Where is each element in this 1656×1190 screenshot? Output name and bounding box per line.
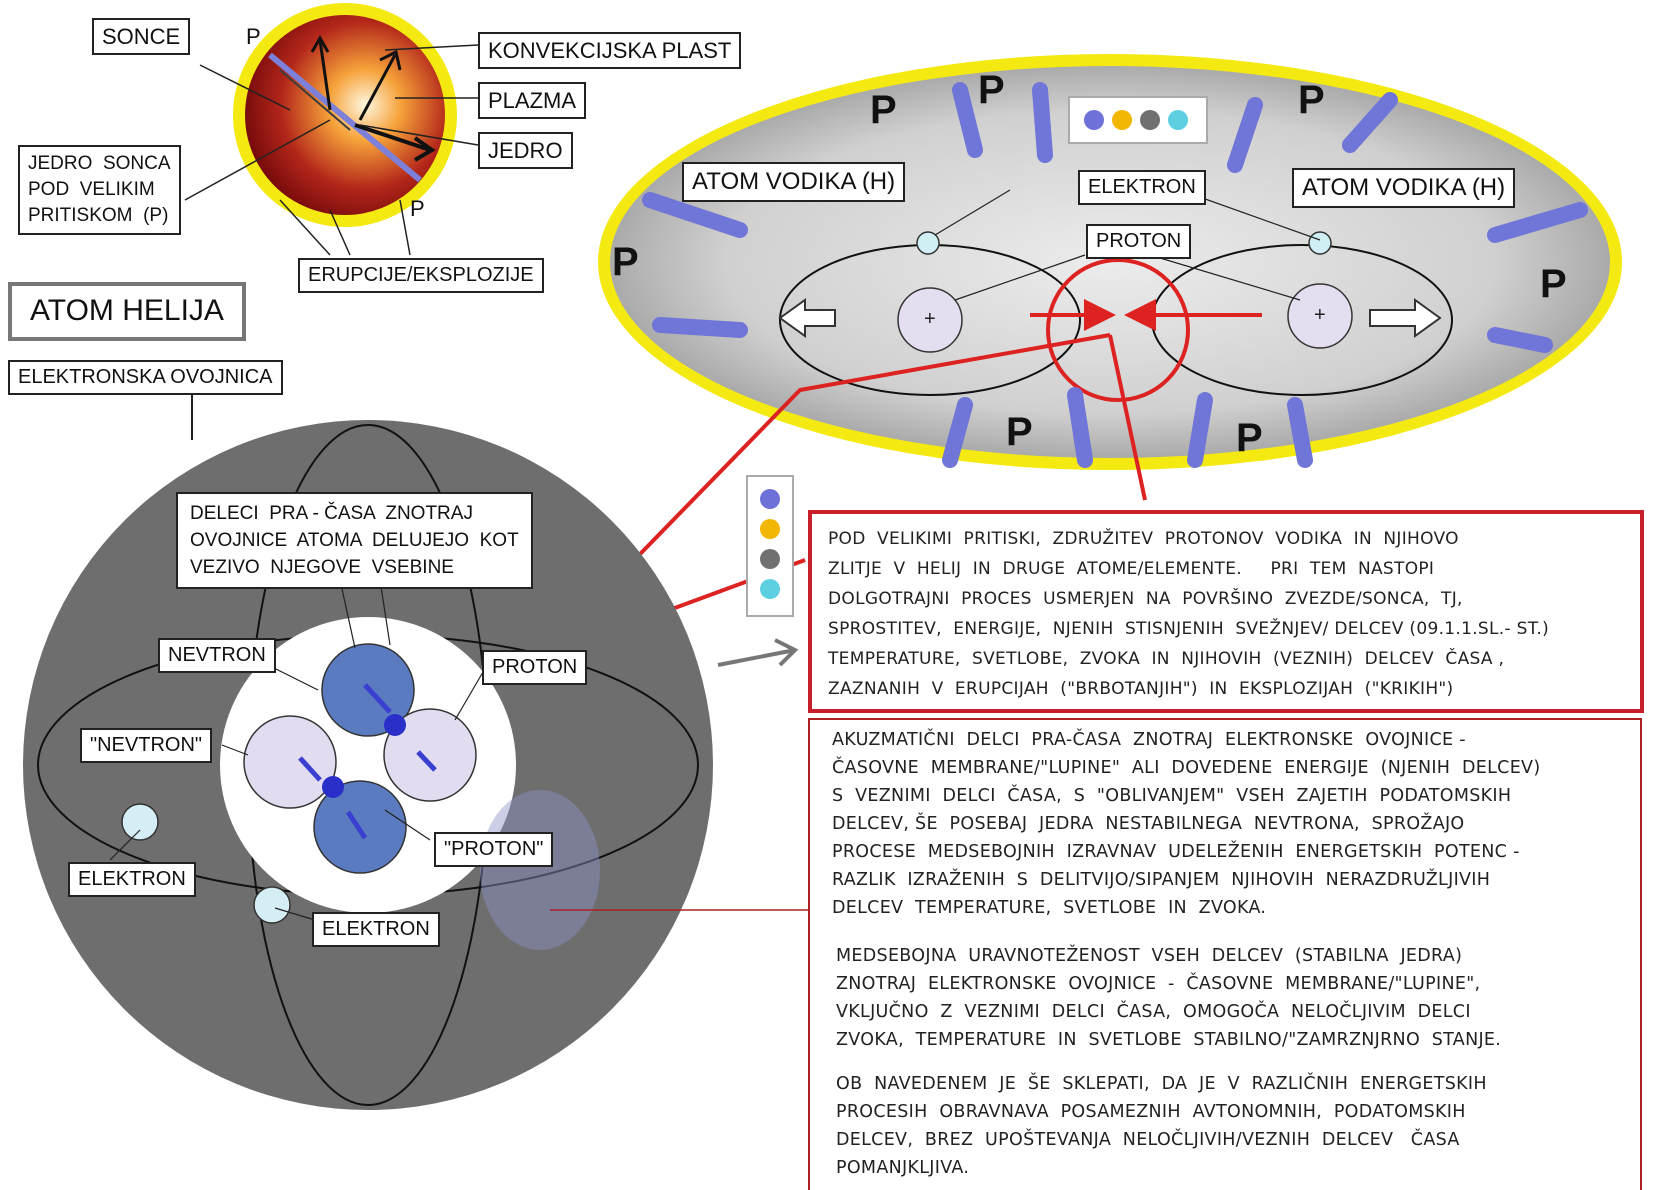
label-hydrogen-atom-right: ATOM VODIKA (H) — [1292, 168, 1516, 208]
grey-arrow — [717, 638, 799, 667]
pressure-mark: P — [1540, 262, 1567, 306]
electron-right — [1308, 231, 1332, 255]
label-neutron: NEVTRON — [158, 638, 276, 673]
legend-dot-grey — [1140, 110, 1160, 130]
label-core-pressure: JEDRO SONCA POD VELIKIM PRITISKOM (P) — [18, 145, 181, 235]
label-electron-shell: ELEKTRONSKA OVOJNICA — [8, 360, 283, 395]
sun-pressure-mark-1: P — [246, 24, 261, 49]
legend-dots — [1084, 110, 1188, 130]
sun-pressure-mark-2: P — [410, 196, 425, 221]
legend-dots-vertical — [760, 489, 780, 599]
electron-left — [916, 231, 940, 255]
pressure-mark: P — [1006, 410, 1033, 454]
legend-dot-yellow — [1112, 110, 1132, 130]
fusion-description-box: POD VELIKIMI PRITISKI, ZDRUŽITEV PROTONO… — [808, 510, 1644, 713]
label-proton-quoted: "PROTON" — [434, 832, 554, 867]
explanation-paragraph-1: AKUZMATIČNI DELCI PRA-ČASA ZNOTRAJ ELEKT… — [832, 730, 1541, 918]
label-sun: SONCE — [92, 18, 191, 56]
explanation-box: AKUZMATIČNI DELCI PRA-ČASA ZNOTRAJ ELEKT… — [808, 718, 1642, 1190]
plus-left: + — [924, 308, 936, 330]
plus-right: + — [1314, 304, 1326, 326]
legend-dot-cyan — [1168, 110, 1188, 130]
label-electron-fusion: ELEKTRON — [1078, 170, 1206, 205]
quark-dot-1 — [384, 714, 406, 736]
label-core: JEDRO — [478, 132, 573, 170]
helium-atom-title: ATOM HELIJA — [8, 282, 246, 341]
sun-axis — [268, 52, 422, 183]
neutron-q-ball — [243, 715, 337, 809]
fusion-point-circle — [1046, 258, 1190, 402]
color-legend-top — [1068, 96, 1208, 144]
pressure-mark: P — [978, 68, 1005, 112]
legend-dot-blue — [760, 489, 780, 509]
outline-arrow-left — [778, 298, 836, 338]
pressure-mark: P — [612, 240, 639, 284]
legend-dot-blue — [1084, 110, 1104, 130]
label-neutron-quoted: "NEVTRON" — [80, 728, 212, 763]
label-hydrogen-atom-left: ATOM VODIKA (H) — [682, 162, 906, 202]
electron-2 — [253, 886, 291, 924]
label-eruptions: ERUPCIJE/EKSPLOZIJE — [298, 258, 544, 293]
pressure-arrows — [642, 82, 1588, 468]
sun-diagram — [184, 3, 479, 256]
pressure-mark: P — [1298, 78, 1325, 122]
atom-right-nucleus — [1287, 283, 1353, 349]
label-proton: PROTON — [482, 650, 588, 685]
explanation-paragraph-3: OB NAVEDENEM JE ŠE SKLEPATI, DA JE V RAZ… — [836, 1074, 1487, 1178]
sun-arrow — [318, 39, 332, 111]
atom-left-nucleus — [897, 287, 963, 353]
proton-ball — [383, 708, 477, 802]
label-particles-note: DELECI PRA - ČASA ZNOTRAJ OVOJNICE ATOMA… — [176, 492, 533, 589]
outline-arrow-right — [1369, 298, 1442, 338]
label-electron-2: ELEKTRON — [312, 912, 440, 947]
electron-1 — [121, 803, 159, 841]
pressure-mark: P — [870, 88, 897, 132]
label-plasma: PLAZMA — [478, 82, 587, 120]
particle-cloud — [480, 790, 600, 950]
legend-dot-yellow — [760, 519, 780, 539]
label-convection-layer: KONVEKCIJSKA PLAST — [478, 32, 742, 70]
label-proton-fusion: PROTON — [1086, 224, 1192, 259]
color-legend-side — [746, 475, 794, 617]
label-electron-1: ELEKTRON — [68, 862, 196, 897]
explanation-paragraph-2: MEDSEBOJNA URAVNOTEŽENOST VSEH DELCEV (S… — [836, 946, 1502, 1050]
legend-dot-grey — [760, 549, 780, 569]
pressure-mark: P — [1236, 416, 1263, 460]
quark-dot-2 — [322, 776, 344, 798]
legend-dot-cyan — [760, 579, 780, 599]
fusion-description: POD VELIKIMI PRITISKI, ZDRUŽITEV PROTONO… — [828, 529, 1550, 699]
